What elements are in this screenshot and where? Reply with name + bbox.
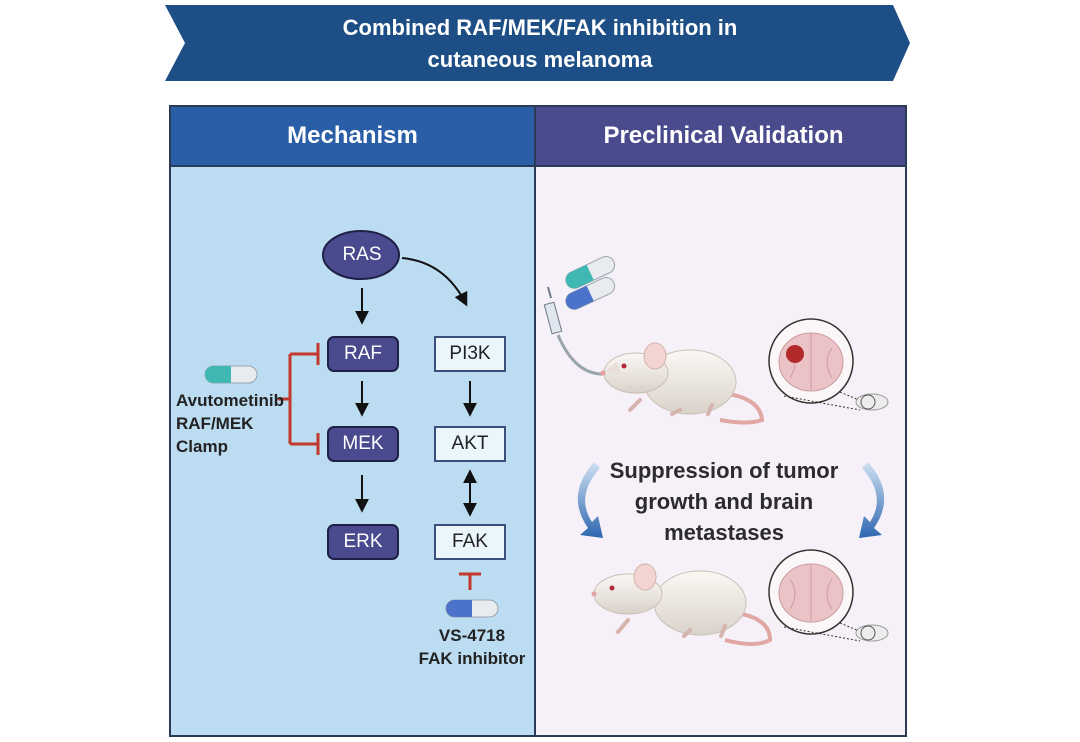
erk-label: ERK <box>343 531 383 552</box>
brain-normal-icon <box>768 549 889 642</box>
raf-node <box>327 336 399 372</box>
akt-node <box>434 426 506 462</box>
avutometinib-name: Avutometinib <box>176 391 284 410</box>
avutometinib-label: Avutometinib RAF/MEK Clamp <box>176 389 284 458</box>
title-banner <box>165 5 910 81</box>
vs4718-label: VS-4718 FAK inhibitor <box>412 624 532 670</box>
mek-label: MEK <box>342 433 384 454</box>
result-line-2: growth and brain <box>634 489 814 514</box>
brain-tumor-icon <box>768 318 889 411</box>
avutometinib-class: RAF/MEK <box>176 414 254 433</box>
title-banner-text: Combined RAF/MEK/FAK inhibition in cutan… <box>170 8 910 80</box>
mechanism-header: Mechanism <box>287 122 418 149</box>
title-line-1: Combined RAF/MEK/FAK inhibition in <box>342 15 738 40</box>
capsule-pair-icon <box>565 256 616 310</box>
pi3k-label: PI3K <box>449 343 491 364</box>
title-line-2: cutaneous melanoma <box>427 47 653 72</box>
result-line-1: Suppression of tumor <box>609 458 839 483</box>
raf-mek-inhibition-bracket <box>278 343 320 455</box>
curved-arrow-left <box>577 462 603 538</box>
mek-node <box>327 426 399 462</box>
result-line-3: metastases <box>664 520 784 545</box>
preclinical-header-bg <box>534 105 907 167</box>
fak-label: FAK <box>452 531 488 552</box>
capsule-teal-icon <box>204 365 258 384</box>
raf-label: RAF <box>344 343 382 364</box>
curved-arrow-right <box>859 462 885 538</box>
erk-node <box>327 524 399 560</box>
vs4718-name: VS-4718 <box>438 626 506 645</box>
ras-label: RAS <box>342 244 382 265</box>
arrow-ras-pi3k <box>401 257 468 307</box>
ras-node <box>322 230 400 280</box>
vs4718-class: FAK inhibitor <box>418 649 526 668</box>
capsule-blue-icon <box>445 599 499 618</box>
mouse-control-icon <box>591 563 773 646</box>
preclinical-header: Preclinical Validation <box>603 122 844 149</box>
pi3k-node <box>434 336 506 372</box>
syringe-icon <box>543 286 605 376</box>
avutometinib-mechanism: Clamp <box>176 437 228 456</box>
akt-label: AKT <box>451 433 489 454</box>
fak-inhibition-bar <box>459 572 481 590</box>
result-text: Suppression of tumor growth and brain me… <box>590 455 858 548</box>
fak-node <box>434 524 506 560</box>
mouse-treated-icon <box>600 342 765 425</box>
